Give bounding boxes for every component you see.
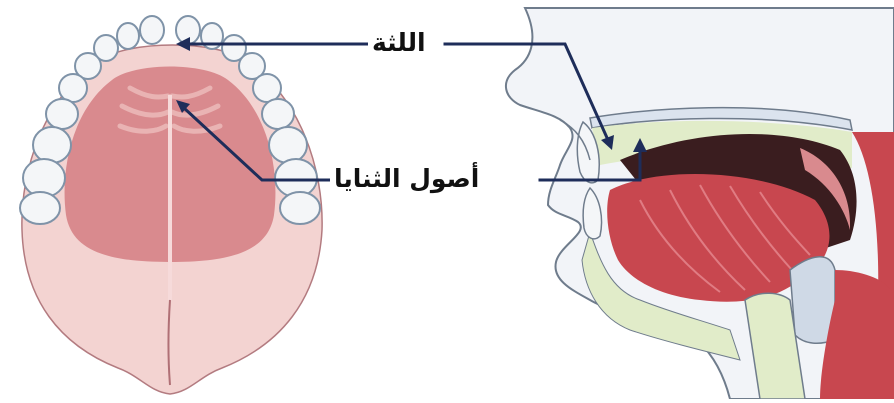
larynx: [790, 257, 835, 343]
incisor-left: [140, 16, 164, 44]
label-incisor-roots: أصول الثنايا: [330, 164, 483, 193]
head-section-illustration: [506, 8, 894, 399]
label-gums: اللثة: [368, 28, 430, 57]
upper-palate-illustration: [20, 16, 322, 394]
